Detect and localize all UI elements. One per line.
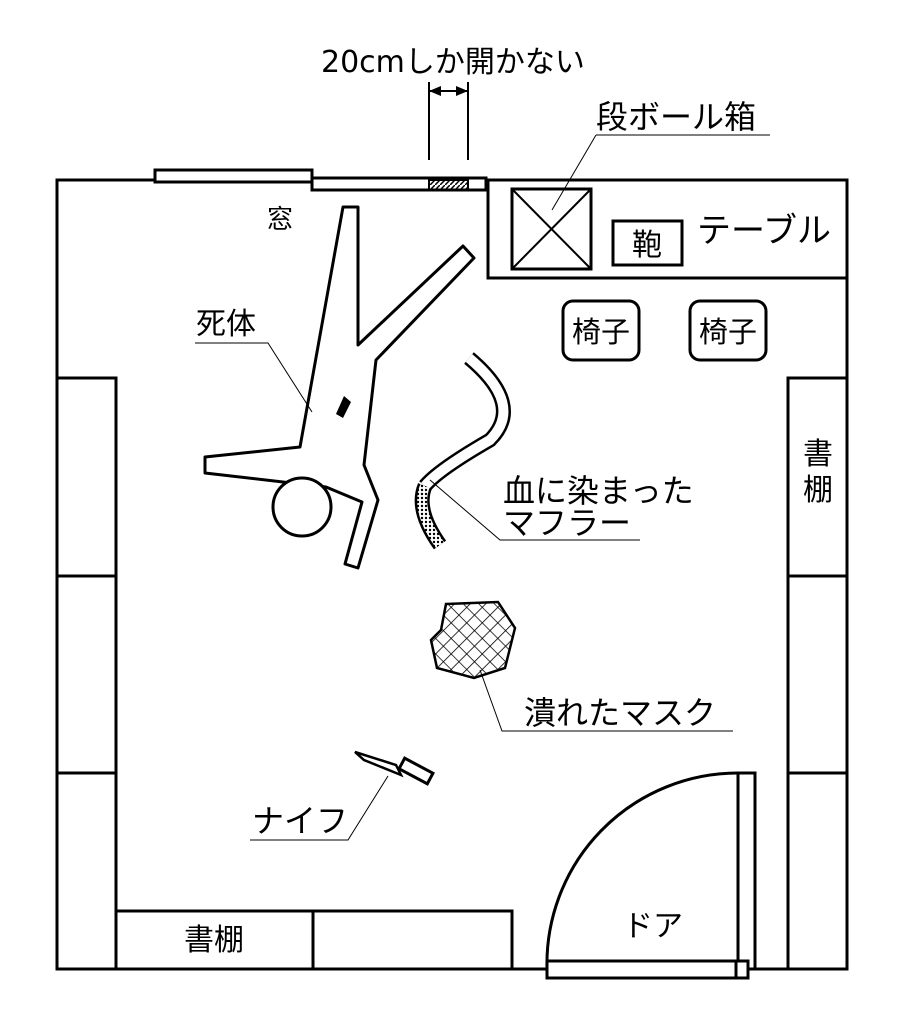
bookshelf-right: [786, 376, 849, 971]
door-swing-arc: [545, 771, 739, 970]
bookshelf-left: [55, 376, 118, 971]
table-label: テーブル: [697, 211, 831, 251]
body-label: 死体: [196, 307, 256, 342]
body-head: [271, 476, 333, 538]
window-label: 窓: [267, 205, 293, 235]
dimension-arrow-left: [429, 86, 441, 96]
wound-mark: [336, 396, 351, 418]
door: [545, 771, 757, 980]
bookshelf-bottom-label: 書棚: [184, 923, 244, 958]
dimension-arrow-right: [456, 86, 468, 96]
bookshelf-right-label-line2: 棚: [803, 473, 833, 508]
cardboard-box: [510, 187, 593, 271]
muffler-label-line2: マフラー: [503, 504, 631, 542]
bloody-muffler: [414, 352, 511, 550]
window: [153, 82, 488, 192]
chair-left-label: 椅子: [572, 315, 630, 349]
chair-right-label: 椅子: [699, 315, 757, 349]
door-frame: [545, 959, 750, 980]
table-top: [486, 178, 849, 280]
window-gap-label: 20cmしか開かない: [321, 45, 585, 80]
body-outline: [203, 205, 476, 570]
table: [486, 178, 849, 280]
leader-lines: [195, 134, 770, 841]
chair-right: [688, 299, 768, 362]
bag: [611, 219, 684, 267]
bag-label: 鞄: [632, 228, 662, 263]
muffler-label-line1: 血に染まった: [503, 472, 694, 510]
bookshelf-right-label-line1: 書: [803, 437, 833, 472]
chair-left: [561, 299, 641, 362]
door-label: ドア: [623, 909, 683, 944]
knife-label: ナイフ: [252, 802, 348, 840]
mask-label: 潰れたマスク: [524, 694, 716, 732]
bookshelf-bottom: [114, 909, 514, 971]
knife: [354, 750, 435, 786]
knife-handle: [397, 756, 435, 786]
room-walls: [55, 178, 849, 971]
cardboard-box-label: 段ボール箱: [596, 98, 756, 136]
window-opening: [428, 179, 469, 191]
crushed-mask: [429, 600, 517, 680]
door-leaf: [736, 771, 757, 971]
window-sash-left: [153, 168, 314, 184]
